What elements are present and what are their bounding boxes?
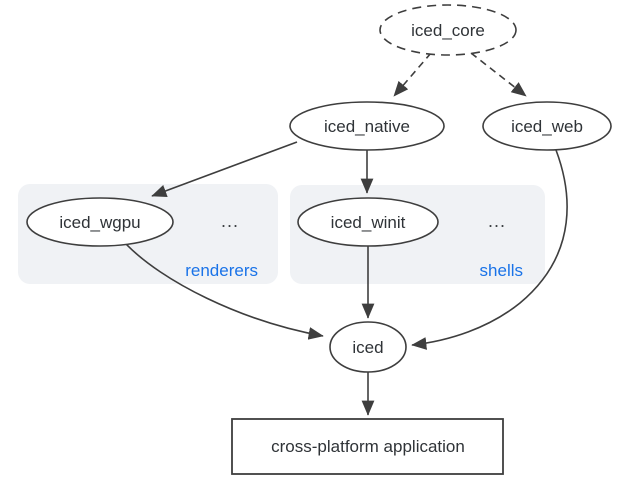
edge-iced_core-iced_native — [393, 52, 432, 97]
node-iced_winit: iced_winit — [297, 197, 439, 247]
iced_wgpu-ellipse — [26, 197, 174, 247]
app-rect — [231, 418, 504, 475]
node-iced_core: iced_core — [379, 4, 517, 56]
node-iced_native: iced_native — [289, 101, 445, 151]
edge-iced_native-iced_wgpu — [151, 141, 298, 197]
app-label: cross-platform application — [271, 437, 465, 456]
node-iced_wgpu: iced_wgpu — [26, 197, 174, 247]
iced_winit-label: iced_winit — [331, 213, 406, 232]
edge-iced_wgpu-iced — [125, 243, 324, 340]
shells-group-label: shells — [480, 261, 523, 280]
node-iced: iced — [329, 321, 407, 373]
iced_web-ellipse — [482, 101, 612, 151]
shells-ellipsis: ... — [488, 211, 506, 231]
renderers-group-label: renderers — [185, 261, 258, 280]
edge-iced_core-iced_web — [470, 52, 527, 97]
iced_core-ellipse — [379, 4, 517, 56]
iced_core-label: iced_core — [411, 21, 485, 40]
iced_web-label: iced_web — [511, 117, 583, 136]
iced-label: iced — [352, 338, 383, 357]
iced-ellipse — [329, 321, 407, 373]
iced_native-ellipse — [289, 101, 445, 151]
iced_winit-ellipse — [297, 197, 439, 247]
node-cross-platform-application: cross-platform application — [231, 418, 504, 475]
iced_native-label: iced_native — [324, 117, 410, 136]
renderers-ellipsis: ... — [221, 211, 239, 231]
edge-iced_web-iced — [411, 149, 568, 350]
iced_wgpu-label: iced_wgpu — [59, 213, 140, 232]
node-iced_web: iced_web — [482, 101, 612, 151]
